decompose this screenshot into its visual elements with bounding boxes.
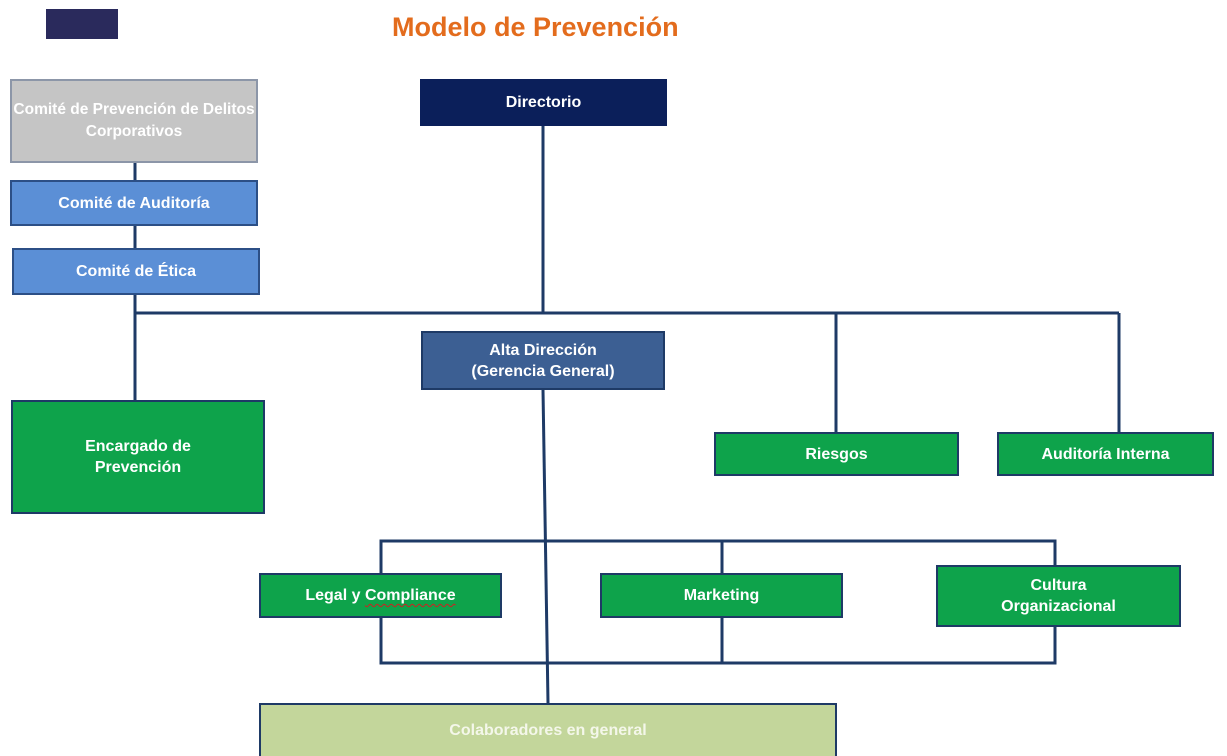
node-comite-auditoria: Comité de Auditoría xyxy=(10,180,258,226)
node-directorio: Directorio xyxy=(420,79,667,126)
connector-alta-to-colaboradores xyxy=(541,389,550,704)
node-riesgos: Riesgos xyxy=(714,432,959,476)
node-label: Riesgos xyxy=(805,445,868,463)
node-label: Comité de Prevención de Delitos Corporat… xyxy=(13,101,255,140)
node-colaboradores: Colaboradores en general xyxy=(259,703,837,756)
node-label: Comité de Auditoría xyxy=(58,194,210,212)
node-label-prefix: Legal y xyxy=(305,587,365,604)
node-label: Directorio xyxy=(505,94,582,111)
node-auditoria-interna: Auditoría Interna xyxy=(997,432,1214,476)
node-alta-direccion: Alta Dirección (Gerencia General) xyxy=(421,331,665,390)
node-label: Comité de Ética xyxy=(75,263,197,280)
node-marketing: Marketing xyxy=(600,573,843,618)
node-comite-prevencion-delitos: Comité de Prevención de Delitos Corporat… xyxy=(10,79,258,163)
node-comite-etica: Comité de Ética xyxy=(12,248,260,295)
node-label-word: Compliance xyxy=(364,587,456,604)
node-label: Auditoría Interna xyxy=(1041,445,1170,463)
company-logo xyxy=(46,9,118,39)
node-label-line1: Alta Dirección xyxy=(489,341,597,359)
node-label: Marketing xyxy=(683,587,760,604)
node-label: Encargado de Prevención xyxy=(85,438,191,476)
node-label-line2: (Gerencia General) xyxy=(471,362,615,380)
diagram-title: Modelo de Prevención xyxy=(392,12,679,42)
node-label: Colaboradores en general xyxy=(449,722,647,739)
node-label: Cultura Organizacional xyxy=(1001,577,1116,615)
node-cultura-organizacional: Cultura Organizacional xyxy=(936,565,1181,627)
node-legal-compliance: Legal y Compliance xyxy=(259,573,502,618)
node-encargado-prevencion: Encargado de Prevención xyxy=(11,400,265,514)
